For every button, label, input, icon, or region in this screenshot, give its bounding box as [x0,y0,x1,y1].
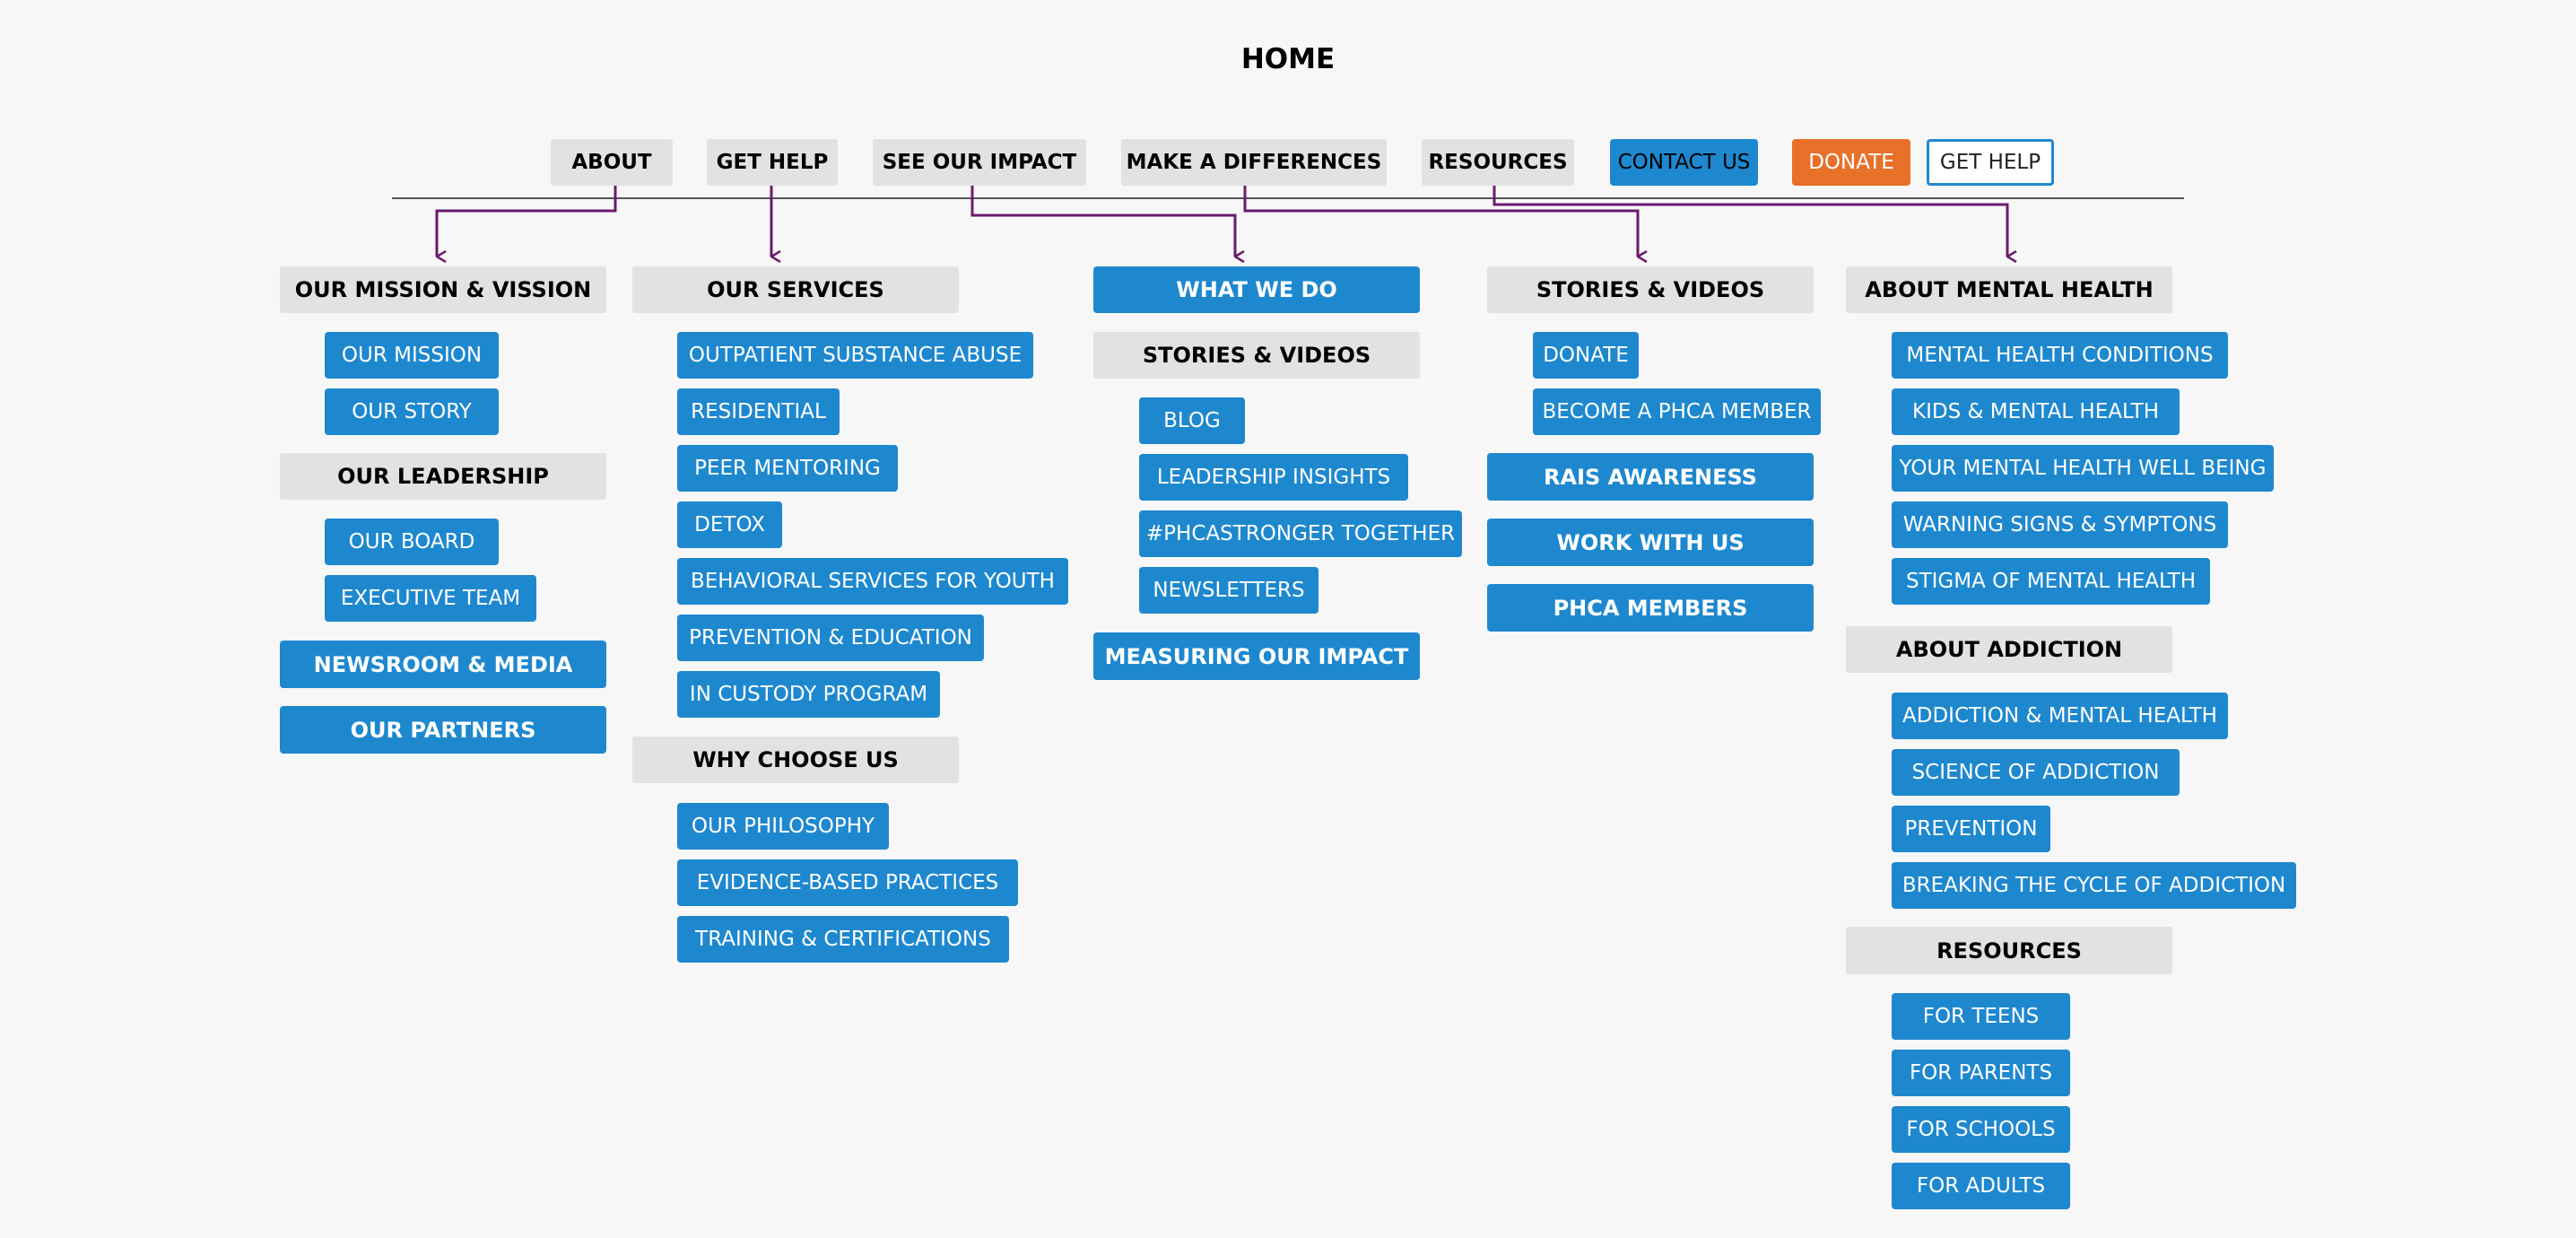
our-board-link[interactable]: OUR BOARD [325,519,499,565]
why-choose-us-heading[interactable]: WHY CHOOSE US [632,737,959,783]
work-with-us-link[interactable]: WORK WITH US [1487,519,1814,566]
service-link[interactable]: OUTPATIENT SUBSTANCE ABUSE [677,332,1033,379]
resources-link[interactable]: FOR PARENTS [1892,1050,2070,1096]
about-addiction-heading[interactable]: ABOUT ADDICTION [1846,626,2172,673]
become-member-link[interactable]: BECOME A PHCA MEMBER [1533,388,1821,435]
stories-link[interactable]: BLOG [1139,397,1245,444]
addiction-link[interactable]: PREVENTION [1892,806,2050,852]
our-leadership-heading[interactable]: OUR LEADERSHIP [280,453,606,500]
stories-link[interactable]: #PHCASTRONGER TOGETHER [1139,510,1462,557]
nav-make-a-differences[interactable]: MAKE A DIFFERENCES [1121,139,1387,186]
diff-stories-videos-heading[interactable]: STORIES & VIDEOS [1487,266,1814,313]
impact-stories-videos-heading[interactable]: STORIES & VIDEOS [1093,332,1420,379]
about-mental-health-heading[interactable]: ABOUT MENTAL HEALTH [1846,266,2172,313]
service-link[interactable]: IN CUSTODY PROGRAM [677,671,940,718]
what-we-do-link[interactable]: WHAT WE DO [1093,266,1420,313]
stories-link[interactable]: LEADERSHIP INSIGHTS [1139,454,1408,501]
our-mission-link[interactable]: OUR MISSION [325,332,499,379]
our-mission-vission-heading[interactable]: OUR MISSION & VISSION [280,266,606,313]
rais-awareness-link[interactable]: RAIS AWARENESS [1487,453,1814,501]
why-link[interactable]: TRAINING & CERTIFICATIONS [677,916,1009,963]
our-story-link[interactable]: OUR STORY [325,388,499,435]
service-link[interactable]: DETOX [677,501,782,548]
mental-health-link[interactable]: KIDS & MENTAL HEALTH [1892,388,2180,435]
addiction-link[interactable]: BREAKING THE CYCLE OF ADDICTION [1892,862,2296,909]
nav-about[interactable]: ABOUT [551,139,673,186]
executive-team-link[interactable]: EXECUTIVE TEAM [325,575,536,622]
newsroom-media-link[interactable]: NEWSROOM & MEDIA [280,641,606,688]
resources-heading[interactable]: RESOURCES [1846,927,2172,974]
mental-health-link[interactable]: STIGMA OF MENTAL HEALTH [1892,558,2210,605]
service-link[interactable]: PEER MENTORING [677,445,898,492]
nav-see-our-impact[interactable]: SEE OUR IMPACT [873,139,1086,186]
resources-link[interactable]: FOR TEENS [1892,993,2070,1040]
service-link[interactable]: RESIDENTIAL [677,388,840,435]
diff-donate-link[interactable]: DONATE [1533,332,1639,379]
resources-link[interactable]: FOR ADULTS [1892,1163,2070,1209]
donate-button[interactable]: DONATE [1792,139,1910,186]
get-help-button[interactable]: GET HELP [1927,139,2054,186]
addiction-link[interactable]: ADDICTION & MENTAL HEALTH [1892,693,2228,739]
nav-resources[interactable]: RESOURCES [1422,139,1574,186]
service-link[interactable]: BEHAVIORAL SERVICES FOR YOUTH [677,558,1068,605]
mental-health-link[interactable]: WARNING SIGNS & SYMPTONS [1892,501,2228,548]
our-services-heading[interactable]: OUR SERVICES [632,266,959,313]
mental-health-link[interactable]: YOUR MENTAL HEALTH WELL BEING [1892,445,2274,492]
addiction-link[interactable]: SCIENCE OF ADDICTION [1892,749,2180,796]
our-partners-link[interactable]: OUR PARTNERS [280,706,606,754]
page-title: HOME [1240,43,1336,75]
connector-make-a-differences [1243,185,1638,257]
mental-health-link[interactable]: MENTAL HEALTH CONDITIONS [1892,332,2228,379]
why-link[interactable]: EVIDENCE-BASED PRACTICES [677,859,1018,906]
why-link[interactable]: OUR PHILOSOPHY [677,803,889,850]
service-link[interactable]: PREVENTION & EDUCATION [677,615,984,661]
resources-link[interactable]: FOR SCHOOLS [1892,1106,2070,1153]
connector-resources [1493,185,2007,257]
phca-members-link[interactable]: PHCA MEMBERS [1487,584,1814,632]
stories-link[interactable]: NEWSLETTERS [1139,567,1318,614]
connector-about [435,185,617,257]
contact-us-button[interactable]: CONTACT US [1610,139,1758,186]
measuring-our-impact-link[interactable]: MEASURING OUR IMPACT [1093,632,1420,680]
nav-get-help[interactable]: GET HELP [707,139,838,186]
connector-see-our-impact [970,185,1235,257]
